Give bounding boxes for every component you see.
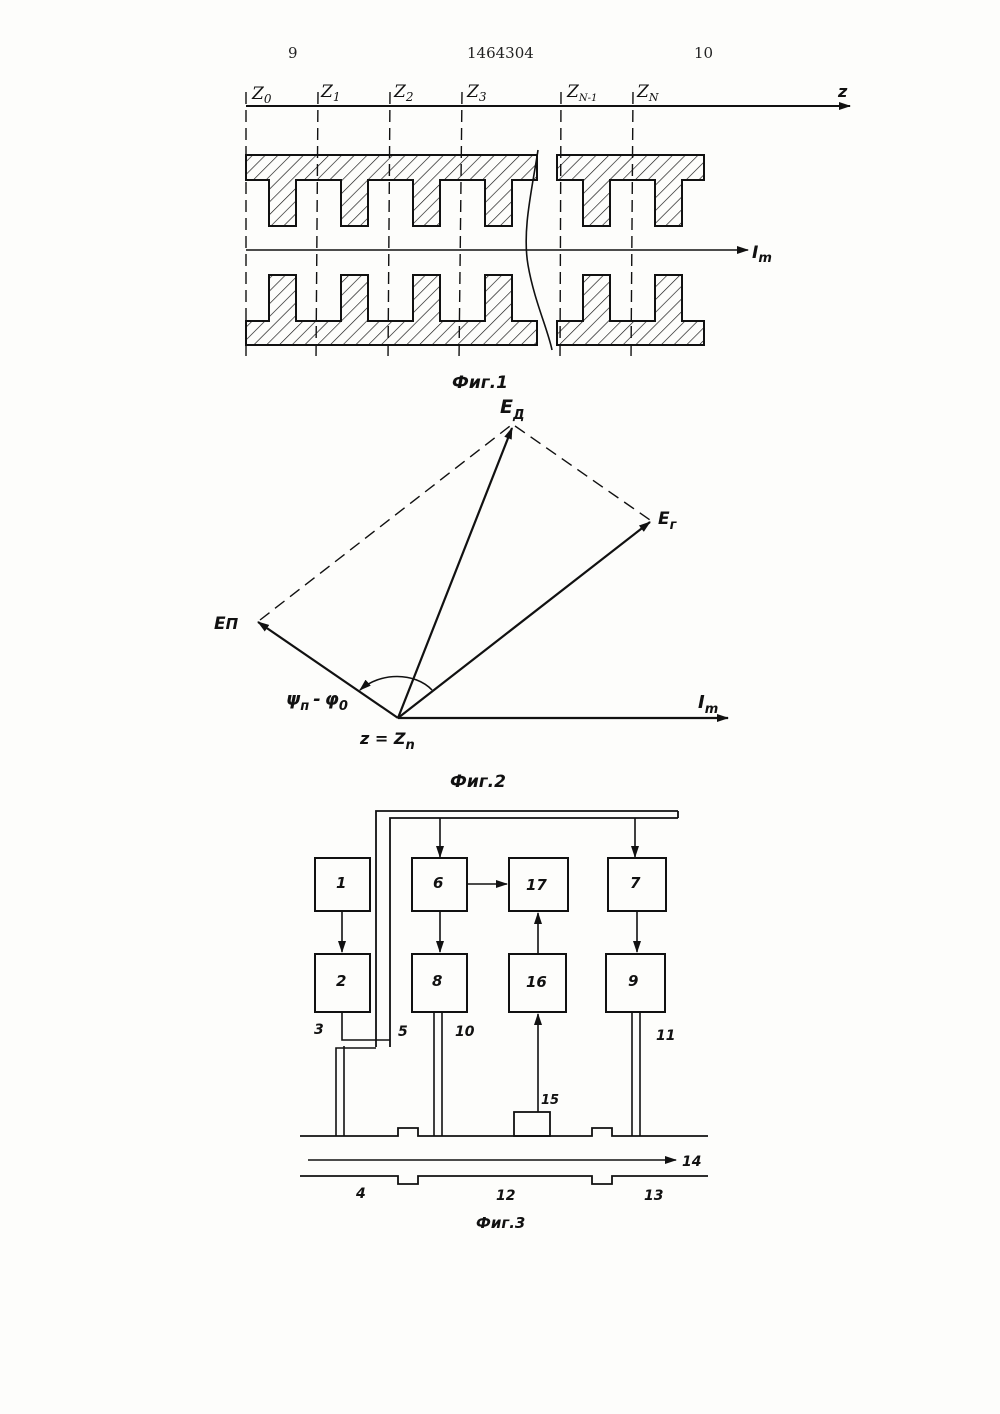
label-angle: ψп-φ0 bbox=[286, 689, 348, 714]
block-9-label: 9 bbox=[628, 972, 638, 990]
angle-arc bbox=[360, 677, 432, 691]
block-6-label: 6 bbox=[433, 874, 443, 892]
label-4: 4 bbox=[355, 1186, 366, 1202]
figure-1: Z0 Z1 Z2 Z3 ZN-1 ZN z Im Фиг.1 bbox=[246, 82, 850, 393]
figure-3-caption: Фиг.3 bbox=[476, 1214, 525, 1232]
figure-1-caption: Фиг.1 bbox=[452, 373, 508, 393]
block-2-label: 2 bbox=[336, 972, 346, 990]
label-im: Im bbox=[698, 692, 718, 717]
label-15: 15 bbox=[541, 1093, 559, 1108]
label-10: 10 bbox=[455, 1024, 475, 1040]
z-label-3: Z3 bbox=[466, 82, 487, 104]
z-label-2: Z2 bbox=[393, 82, 413, 104]
z-label-n-1: ZN-1 bbox=[566, 82, 597, 104]
figure-3 bbox=[300, 811, 708, 1184]
dashed-line-ep-ed bbox=[260, 426, 510, 620]
label-eg: Eг bbox=[658, 509, 678, 533]
block-1-label: 1 bbox=[336, 874, 346, 892]
figure-2-caption: Фиг.2 bbox=[450, 772, 506, 792]
block-7-label: 7 bbox=[630, 874, 641, 892]
block-17-label: 17 bbox=[526, 876, 547, 894]
z-label-1: Z1 bbox=[320, 82, 340, 104]
label-14: 14 bbox=[682, 1154, 701, 1170]
lower-comb-left bbox=[246, 275, 537, 345]
label-ed: EД bbox=[500, 396, 525, 423]
z-axis-label: z bbox=[837, 82, 848, 101]
upper-comb-left bbox=[246, 155, 537, 226]
label-origin: z = Zn bbox=[359, 729, 415, 753]
z-label-0: Z0 bbox=[251, 84, 272, 106]
probe-15 bbox=[514, 1112, 550, 1136]
label-13: 13 bbox=[644, 1188, 663, 1204]
label-5: 5 bbox=[398, 1024, 408, 1040]
z-label-n: ZN bbox=[636, 82, 659, 104]
label-11: 11 bbox=[656, 1028, 675, 1044]
lower-comb-right bbox=[557, 275, 704, 345]
block-8-label: 8 bbox=[432, 972, 442, 990]
dashed-line-ed-eg bbox=[515, 426, 650, 520]
figure-2: EД Eг EП ψп-φ0 z = Zn Im Фиг.2 bbox=[214, 396, 728, 792]
label-3: 3 bbox=[314, 1022, 324, 1038]
label-12: 12 bbox=[496, 1188, 515, 1204]
current-label: Im bbox=[752, 243, 772, 266]
label-ep: EП bbox=[214, 614, 239, 634]
upper-comb-right bbox=[557, 155, 704, 226]
block-16-label: 16 bbox=[526, 973, 547, 991]
